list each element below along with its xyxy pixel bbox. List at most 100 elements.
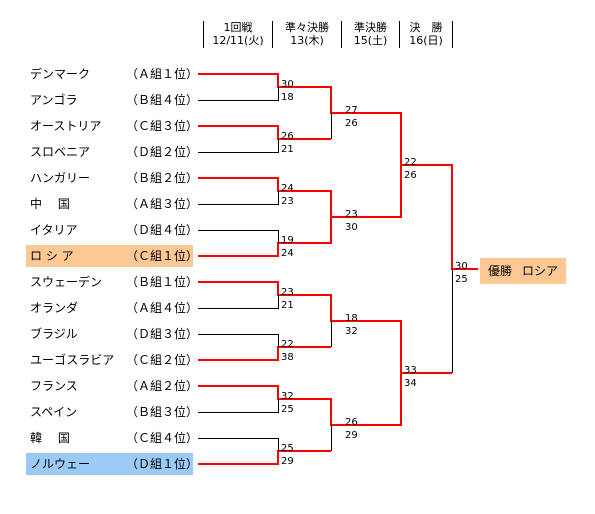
header-semifinal-date: 15(土) — [353, 34, 388, 47]
team-group: （Ａ組４位） — [126, 301, 199, 315]
team-hungary: ハンガリー （Ｂ組２位） — [26, 167, 198, 189]
team-name: 中 国 — [30, 197, 70, 211]
score-sf-russia: 26 — [404, 170, 417, 181]
header-quarterfinal-name: 準々決勝 — [285, 21, 329, 34]
team-group: （Ｂ組４位） — [126, 93, 199, 107]
score-r1-spain: 25 — [281, 404, 294, 415]
header-semifinal-name: 準決勝 — [354, 21, 387, 34]
team-name: ユーゴスラビア — [30, 353, 115, 367]
path-yugoslavia-r1 — [198, 346, 331, 361]
team-name: ノルウェー — [30, 457, 91, 471]
team-name: 韓 国 — [30, 431, 70, 445]
score-sf-denmark: 22 — [404, 157, 417, 168]
team-group: （Ｄ組１位） — [126, 457, 199, 471]
champion-label: 優勝 — [488, 264, 513, 278]
team-name: フランス — [30, 379, 78, 393]
score-sf-france: 34 — [404, 378, 417, 389]
path-spain — [198, 399, 279, 413]
team-group: （Ｂ組３位） — [126, 405, 199, 419]
header-semifinal: 準決勝 15(土) — [341, 21, 399, 48]
team-name: イタリア — [30, 223, 78, 237]
team-name: オーストリア — [30, 119, 102, 133]
loser-paths — [198, 87, 453, 451]
team-name: デンマーク — [30, 67, 91, 81]
team-group: （Ｄ組２位） — [126, 145, 199, 159]
score-r1-norway: 29 — [281, 456, 294, 467]
score-r1-italy: 19 — [281, 235, 294, 246]
score-r1-brazil: 22 — [281, 339, 294, 350]
header-round1-date: 12/11(火) — [212, 34, 264, 47]
team-group: （Ｄ組４位） — [126, 223, 199, 237]
champion-box: 優勝 ロシア — [480, 258, 566, 284]
team-group: （Ａ組１位） — [126, 67, 199, 81]
score-final-russia: 30 — [455, 261, 468, 272]
champion-team: ロシア — [522, 264, 559, 278]
score-qf-denmark: 27 — [345, 105, 358, 116]
score-final-norway: 25 — [455, 274, 468, 285]
score-r1-hungary: 24 — [281, 183, 294, 194]
path-slovenia — [198, 139, 279, 153]
team-yugoslavia: ユーゴスラビア （Ｃ組２位） — [26, 349, 198, 371]
team-norway: ノルウェー （Ｄ組１位） — [26, 453, 198, 475]
team-italy: イタリア （Ｄ組４位） — [26, 219, 198, 241]
team-korea: 韓 国（Ｃ組４位） — [26, 427, 198, 449]
path-italy — [198, 230, 279, 243]
score-qf-sweden: 18 — [345, 313, 358, 324]
path-china — [198, 191, 279, 205]
winner-paths — [198, 73, 478, 465]
header-final-name: 決 勝 — [409, 21, 443, 34]
team-austria: オーストリア （Ｃ組３位） — [26, 115, 198, 137]
header-round1-name: 1回戦 — [223, 21, 253, 34]
score-r1-korea: 25 — [281, 443, 294, 454]
score-r1-netherlands: 21 — [281, 300, 294, 311]
score-r1-china: 23 — [281, 196, 294, 207]
path-sweden — [198, 281, 452, 374]
team-spain: スペイン （Ｂ組３位） — [26, 401, 198, 423]
score-r1-slovenia: 21 — [281, 144, 294, 155]
header-final-date: 16(日) — [409, 34, 443, 47]
team-name: スロベニア — [30, 145, 91, 159]
team-name: スウェーデン — [30, 275, 103, 289]
path-norway-r1 — [198, 450, 331, 465]
path-netherlands — [198, 295, 279, 309]
team-name: ハンガリー — [30, 171, 91, 185]
team-group: （Ａ組２位） — [126, 379, 199, 393]
score-qf-austria: 26 — [345, 118, 358, 129]
team-group: （Ｃ組１位） — [126, 249, 199, 263]
team-china: 中 国 （Ａ組３位） — [26, 193, 198, 215]
team-netherlands: オランダ（Ａ組４位） — [26, 297, 198, 319]
score-qf-hungary: 23 — [345, 209, 358, 220]
team-group: （Ｂ組１位） — [126, 275, 199, 289]
score-r1-sweden: 23 — [281, 287, 294, 298]
score-qf-norway: 29 — [345, 430, 358, 441]
score-r1-russia: 24 — [281, 248, 294, 259]
team-name: ロ シ ア — [30, 249, 74, 263]
team-group: （Ｃ組２位） — [126, 353, 199, 367]
team-brazil: ブラジル （Ｄ組３位） — [26, 323, 198, 345]
header-round1: 1回戦 12/11(火) — [203, 21, 272, 48]
path-austria-r1 — [198, 125, 331, 140]
team-slovenia: スロベニア （Ｄ組２位） — [26, 141, 198, 163]
header-final: 決 勝 16(日) — [399, 21, 453, 48]
team-name: アンゴラ — [30, 93, 78, 107]
team-group: （Ａ組３位） — [126, 197, 199, 211]
team-sweden: スウェーデン （Ｂ組１位） — [26, 271, 198, 293]
score-qf-yugoslavia: 32 — [345, 326, 358, 337]
team-name: ブラジル — [30, 327, 78, 341]
path-france — [198, 373, 402, 426]
score-r1-denmark: 30 — [281, 79, 294, 90]
header-quarterfinal: 準々決勝 13(木) — [272, 21, 341, 48]
score-sf-sweden: 33 — [404, 365, 417, 376]
score-qf-russia: 30 — [345, 222, 358, 233]
team-group: （Ｃ組３位） — [126, 119, 199, 133]
path-russia-r1 — [198, 217, 332, 257]
path-denmark — [198, 73, 478, 270]
score-r1-france: 32 — [281, 391, 294, 402]
path-brazil — [198, 334, 279, 347]
team-group: （Ｄ組３位） — [126, 327, 199, 341]
team-group: （Ｂ組２位） — [126, 171, 199, 185]
team-name: スペイン — [30, 405, 78, 419]
team-denmark: デンマーク （Ａ組１位） — [26, 63, 198, 85]
score-r1-yugoslavia: 38 — [281, 352, 294, 363]
